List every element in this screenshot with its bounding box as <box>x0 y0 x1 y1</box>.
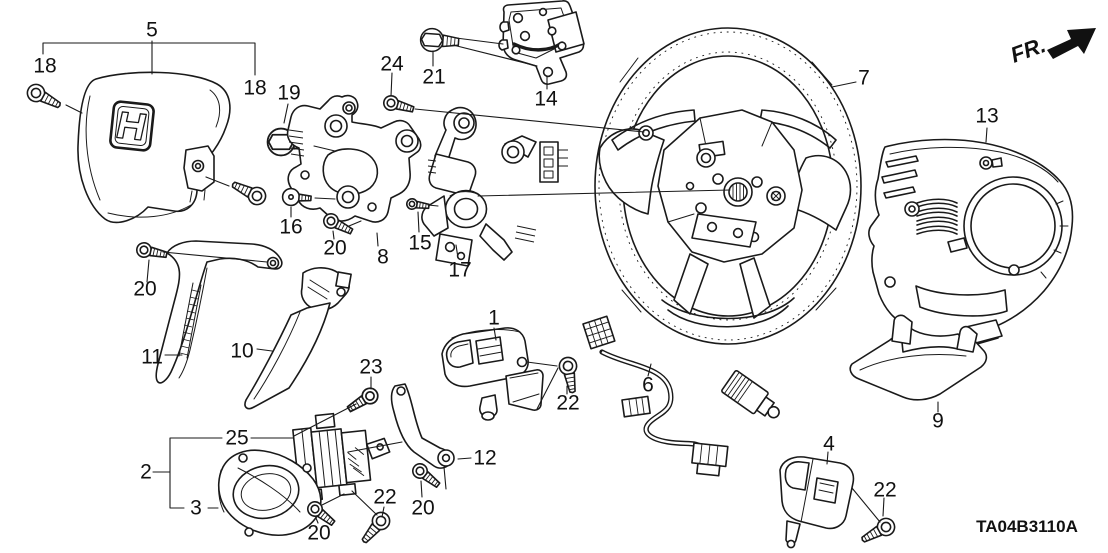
switch-assembly-1-drawing <box>441 327 544 421</box>
screw-22-b-drawing <box>356 508 394 549</box>
part-callout-22-26: 22 <box>373 486 396 509</box>
part-callout-19-3: 19 <box>277 82 300 105</box>
garnish-11-drawing <box>155 240 283 384</box>
part-callout-2-22: 2 <box>140 461 152 484</box>
part-callout-8-11: 8 <box>377 246 389 269</box>
part-callout-18-2: 18 <box>243 77 266 100</box>
part-callout-20-25: 20 <box>411 497 434 520</box>
steering-wheel-drawing <box>594 27 862 345</box>
part-callout-23-20: 23 <box>359 356 382 379</box>
part-callout-11-15: 11 <box>141 346 163 369</box>
part-callout-14-6: 14 <box>534 88 558 111</box>
switch-assembly-4-drawing <box>779 456 855 549</box>
fr-direction-arrow: FR. <box>1007 28 1096 68</box>
part-callout-15-12: 15 <box>408 232 431 255</box>
part-callout-24-4: 24 <box>380 53 404 76</box>
screw-23-drawing <box>343 384 382 417</box>
diagram-code: TA04B3110A <box>976 517 1078 536</box>
screw-18-left-drawing <box>23 80 65 115</box>
screw-18-right-drawing <box>228 175 270 209</box>
part-callout-22-18: 22 <box>556 392 579 415</box>
part-callout-25-21: 25 <box>225 427 248 450</box>
part-callout-18-1: 18 <box>33 55 56 78</box>
part-callout-3-23: 3 <box>190 497 202 520</box>
leader-lines <box>42 37 988 524</box>
garnish-10-drawing <box>244 267 352 410</box>
screw-24-drawing <box>381 93 416 118</box>
bracket-14-drawing <box>498 0 585 85</box>
part-callout-17-13: 17 <box>448 259 471 282</box>
bolt-21-drawing <box>419 27 461 54</box>
part-callout-12-24: 12 <box>473 447 496 470</box>
cable-reel-17-drawing <box>421 106 568 267</box>
part-callout-20-14: 20 <box>133 278 156 301</box>
airbag-module-drawing <box>77 71 231 224</box>
part-callout-1-17: 1 <box>488 307 500 330</box>
actuator-25-drawing <box>292 412 391 502</box>
cover-3-drawing <box>217 449 323 537</box>
honda-logo <box>109 100 155 152</box>
part-callout-10-16: 10 <box>230 340 253 363</box>
part-callout-16-9: 16 <box>279 216 302 239</box>
part-callout-21-5: 21 <box>422 66 445 89</box>
bracket-12-drawing <box>390 383 455 469</box>
screw-22-a-drawing <box>557 355 582 395</box>
part-callout-5-0: 5 <box>146 19 158 42</box>
body-bracket-8-drawing <box>286 94 422 223</box>
part-callout-9-28: 9 <box>932 410 944 433</box>
part-callout-6-19: 6 <box>642 374 654 397</box>
part-callout-22-30: 22 <box>873 479 896 502</box>
part-callout-20-27: 20 <box>307 522 330 545</box>
harness-6-drawing <box>582 315 780 477</box>
part-callout-4-29: 4 <box>823 433 835 456</box>
part-callout-20-10: 20 <box>323 237 346 260</box>
fr-label: FR. <box>1007 32 1049 68</box>
lower-cover-9-drawing <box>849 314 988 401</box>
part-callout-7-7: 7 <box>858 67 870 90</box>
part-callout-13-8: 13 <box>975 105 998 128</box>
